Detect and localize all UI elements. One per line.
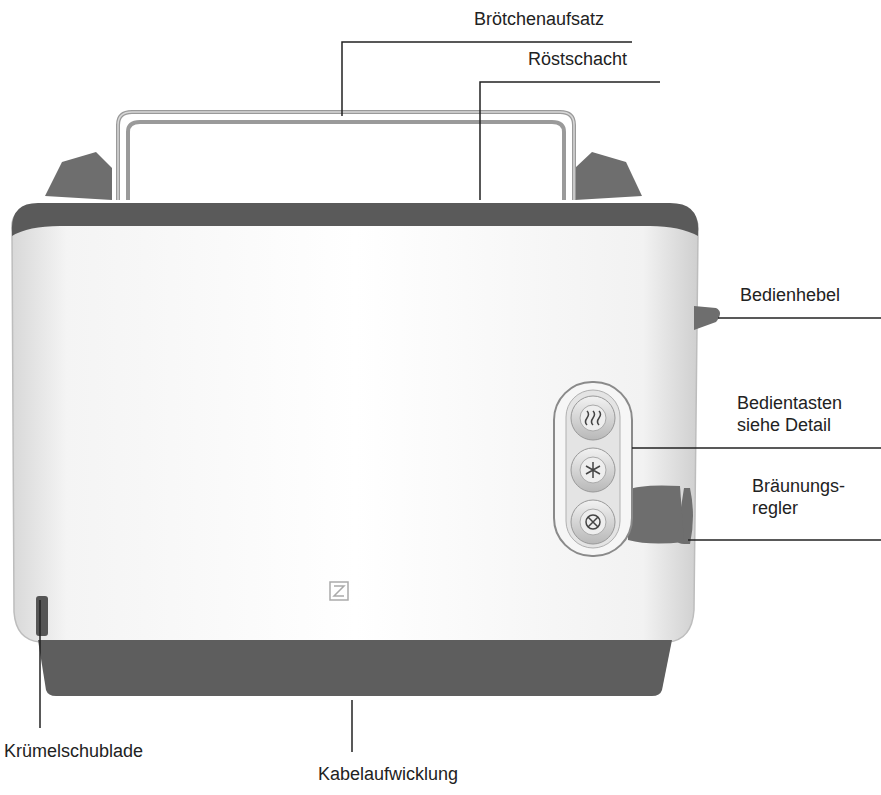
leader-lines bbox=[40, 42, 881, 752]
part-label: Brötchenaufsatz bbox=[474, 8, 604, 30]
part-label: Bedienhebel bbox=[740, 284, 840, 306]
part-label: Kabelaufwicklung bbox=[318, 763, 458, 785]
part-label: Bedientasten siehe Detail bbox=[737, 392, 877, 436]
part-label: Bräunungs- regler bbox=[752, 475, 862, 519]
part-label: Krümelschublade bbox=[4, 740, 143, 762]
part-label: Röstschacht bbox=[528, 48, 627, 70]
